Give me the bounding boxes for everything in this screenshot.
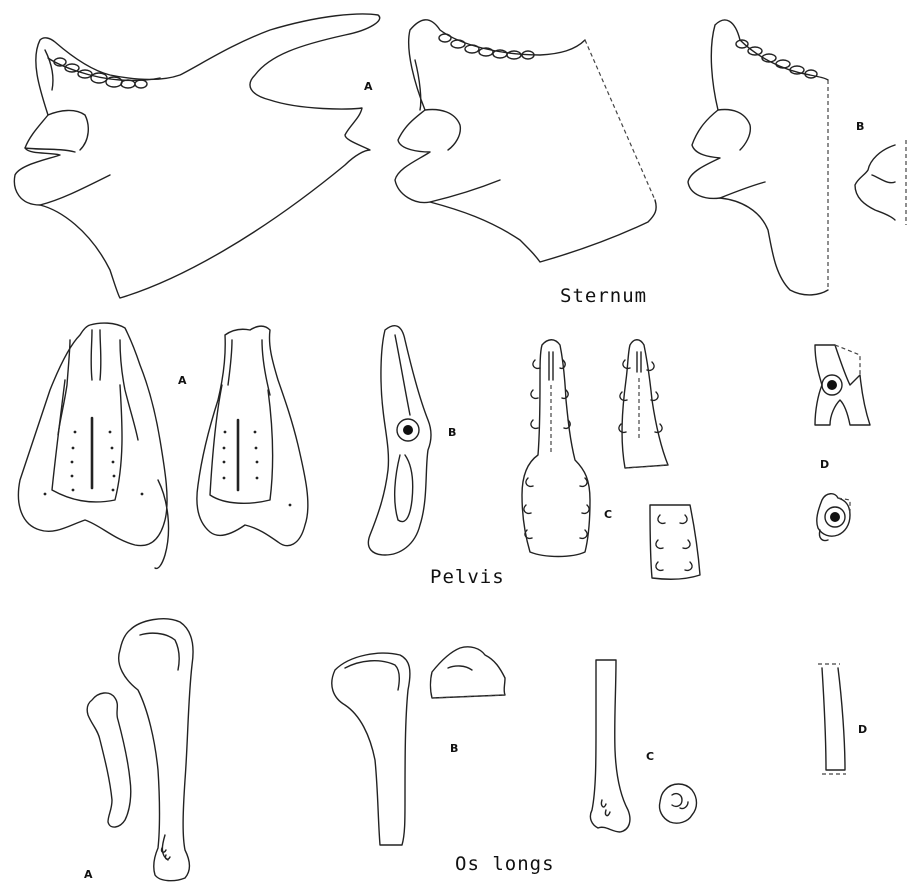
pelvis-a-dorsal-view (18, 323, 168, 568)
sternum-3-facets (736, 40, 817, 78)
pelvis-a2-foramina (223, 431, 292, 507)
os-longs-b-bone (332, 653, 410, 845)
os-longs-label-c: C (646, 750, 654, 763)
pelvis-group: A B C (18, 323, 870, 588)
os-longs-c-bone (590, 660, 630, 832)
os-longs-a-small-bone (87, 693, 131, 827)
os-longs-b-fragment (431, 647, 506, 698)
pelvis-a1-foramina (44, 431, 144, 496)
pelvis-d-fragment-upper (815, 345, 870, 425)
pelvis-c-fragment-upper (619, 340, 668, 468)
pelvis-c-synsacrum (522, 340, 590, 557)
os-longs-d-bone (818, 664, 846, 774)
pelvis-label-c: C (604, 508, 612, 521)
sternum-fragment-3 (688, 20, 828, 295)
pelvis-label-d: D (820, 458, 829, 471)
os-longs-caption: Os longs (455, 853, 555, 875)
sternum-label-a: A (364, 80, 373, 93)
os-longs-c-fragment (659, 784, 696, 823)
os-longs-a-humerus (119, 619, 193, 881)
pelvis-a-lateral-view (197, 326, 308, 545)
pelvis-label-b: B (448, 426, 456, 439)
sternum-fragment-2 (395, 20, 656, 262)
sternum-fragment-4 (855, 140, 906, 225)
sternum-a-facets (54, 58, 147, 88)
pelvis-c-fragment-lower (650, 505, 700, 579)
sternum-group: A (14, 14, 906, 307)
sternum-label-b: B (856, 120, 864, 133)
sternum-caption: Sternum (560, 285, 647, 307)
pelvis-d-fragment-lower (817, 494, 850, 541)
os-longs-group: A B C D Os longs (84, 619, 867, 881)
os-longs-label-a: A (84, 868, 93, 881)
os-longs-label-b: B (450, 742, 458, 755)
os-longs-label-d: D (858, 723, 867, 736)
pelvis-caption: Pelvis (430, 566, 505, 588)
pelvis-label-a: A (178, 374, 187, 387)
pelvis-b-drawing (368, 326, 431, 555)
sternum-a-drawing (14, 14, 379, 298)
